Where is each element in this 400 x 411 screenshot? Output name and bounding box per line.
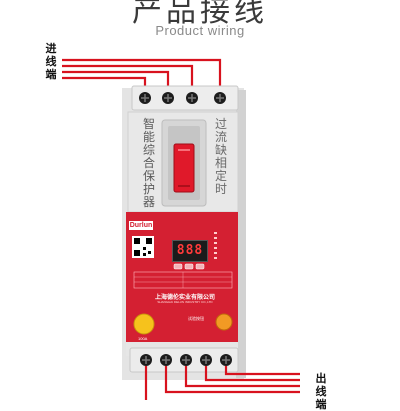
header-title-en: Product wiring (155, 23, 245, 38)
output-side-label: 出线端 (315, 372, 327, 411)
output-wire-3 (184, 366, 300, 388)
output-wire-5 (224, 366, 300, 376)
input-wire-2 (62, 64, 194, 95)
company-name-en: SHANGHAI DELUN INDUSTRY CO.,LTD (157, 300, 213, 304)
wiring-diagram (62, 58, 300, 400)
panel-buttons (173, 263, 205, 270)
company-name-cn: 上海德伦实业有限公司 (154, 294, 215, 301)
face-left-text: 智能综合保护器 (142, 117, 155, 209)
reset-button-label: 100A (138, 336, 148, 341)
protector-device (122, 85, 246, 380)
input-wire-1 (62, 58, 222, 95)
output-wire-2 (164, 366, 300, 394)
face-right-text: 过流缺相定时 (214, 117, 227, 196)
status-leds (214, 232, 217, 259)
test-button (215, 313, 233, 331)
qr-code (132, 236, 154, 258)
output-wire-4 (204, 366, 300, 382)
digital-display: 888 (172, 240, 208, 262)
output-wires (144, 366, 300, 400)
header-title-cn: 产品接线 (132, 0, 268, 29)
reset-button (133, 313, 155, 335)
brand-logo: Durlun (129, 221, 153, 230)
top-terminal-block (131, 85, 239, 111)
test-button-label: 试验按钮 (188, 316, 204, 321)
breaker-handle (173, 143, 195, 193)
input-side-label: 进线端 (45, 42, 57, 81)
